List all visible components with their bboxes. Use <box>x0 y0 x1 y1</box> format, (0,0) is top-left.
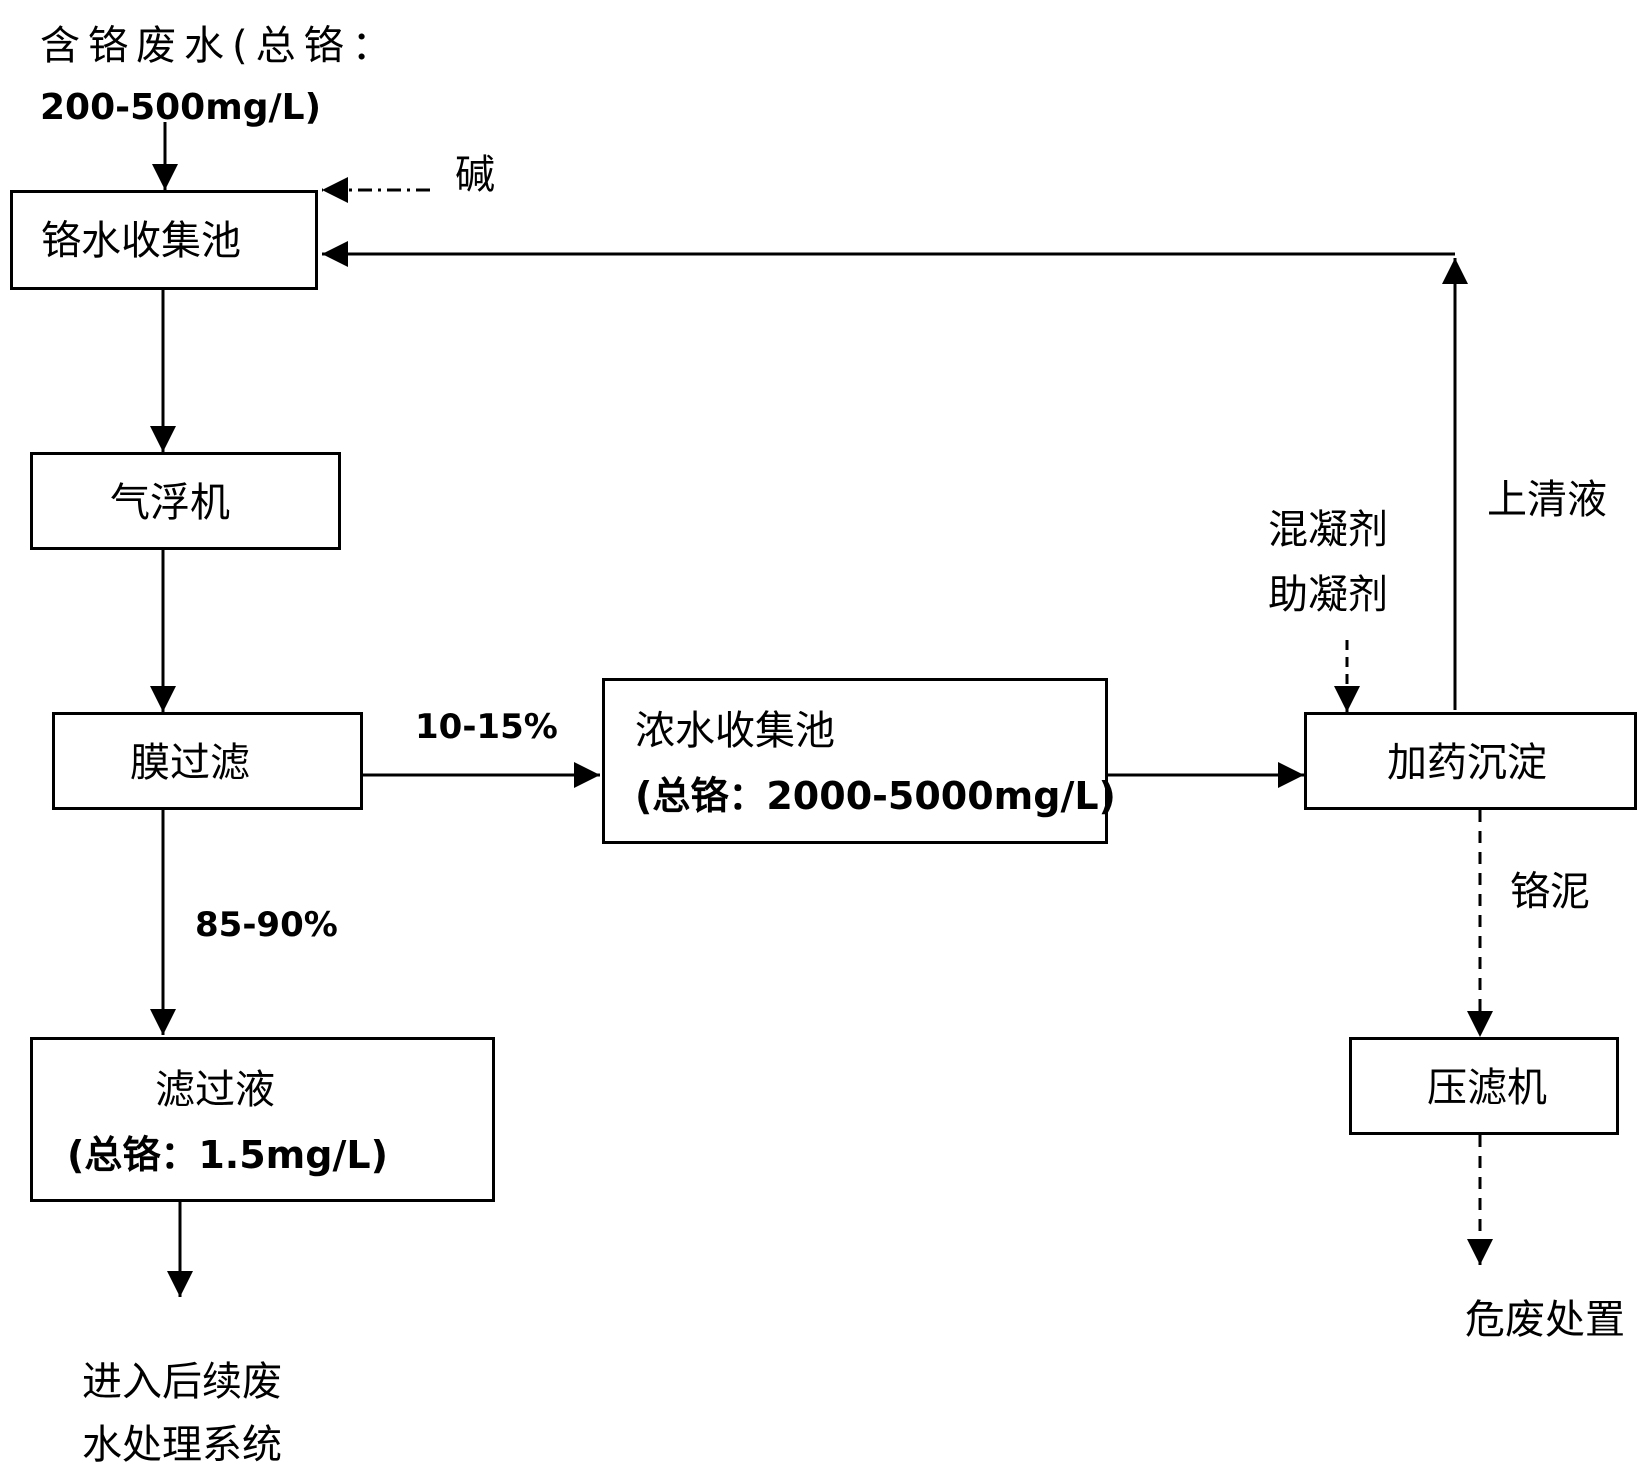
input-label-line2: 200-500mg/L) <box>40 87 322 128</box>
additives-line1: 混凝剂 <box>1268 507 1388 553</box>
node-collection-tank: 铬水收集池 <box>10 190 318 290</box>
node-membrane-filtration-label: 膜过滤 <box>130 740 250 786</box>
node-concentrate-tank-line1: 浓水收集池 <box>635 708 835 754</box>
node-dosing-sedimentation: 加药沉淀 <box>1304 712 1637 810</box>
node-concentrate-tank: 浓水收集池 (总铬：2000-5000mg/L) <box>602 678 1116 844</box>
node-collection-tank-label: 铬水收集池 <box>41 218 241 264</box>
output-subsequent-line2: 水处理系统 <box>82 1422 282 1468</box>
node-filtrate-line2: (总铬：1.5mg/L) <box>67 1133 388 1177</box>
node-membrane-filtration: 膜过滤 <box>52 712 363 810</box>
node-air-flotation: 气浮机 <box>30 452 341 550</box>
alkali-label: 碱 <box>455 152 495 198</box>
node-filtrate-line1: 滤过液 <box>155 1067 275 1113</box>
output-hazardous-disposal: 危废处置 <box>1465 1297 1625 1343</box>
edge-label-supernatant: 上清液 <box>1487 477 1607 523</box>
node-filtrate: 滤过液 (总铬：1.5mg/L) <box>30 1037 495 1202</box>
node-concentrate-tank-line2: (总铬：2000-5000mg/L) <box>635 774 1116 818</box>
edge-label-chrome-sludge: 铬泥 <box>1510 869 1590 915</box>
edge-label-to-concentrate: 10-15% <box>415 707 558 747</box>
node-filter-press: 压滤机 <box>1349 1037 1619 1135</box>
edge-label-to-filtrate: 85-90% <box>195 905 338 945</box>
node-dosing-sedimentation-label: 加药沉淀 <box>1387 740 1547 786</box>
node-air-flotation-label: 气浮机 <box>110 480 230 526</box>
additives-line2: 助凝剂 <box>1268 572 1388 618</box>
input-label-line1: 含铬废水(总铬： <box>40 23 400 69</box>
node-filter-press-label: 压滤机 <box>1427 1065 1547 1111</box>
output-subsequent-line1: 进入后续废 <box>82 1359 282 1405</box>
